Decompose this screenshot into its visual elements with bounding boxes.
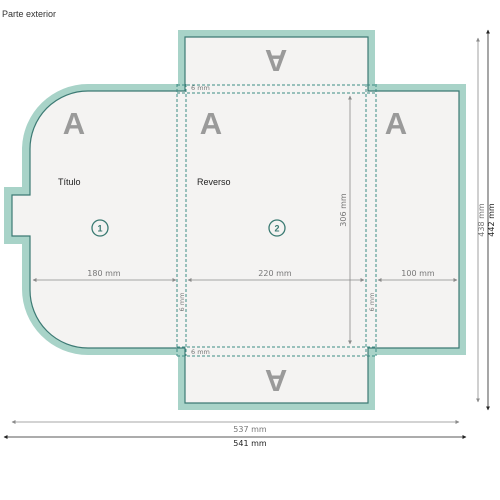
panel-number-1: 1 bbox=[97, 224, 102, 234]
gap-top-label: 6 mm bbox=[191, 84, 210, 92]
outer-width-label: 541 mm bbox=[233, 439, 267, 448]
panel-number-circle-2 bbox=[268, 219, 286, 237]
center-panel-width: 220 mm bbox=[258, 269, 292, 278]
panel-number-circle-1 bbox=[91, 219, 109, 237]
panel-label-titulo: Título bbox=[58, 177, 81, 187]
page-title: Parte exterior bbox=[2, 9, 57, 19]
inner-width-label: 537 mm bbox=[233, 425, 267, 434]
letter-a-top: A bbox=[265, 43, 287, 78]
panel-label-reverso: Reverso bbox=[197, 177, 231, 187]
letter-a-center: A bbox=[200, 106, 222, 141]
die-cut-outline bbox=[11, 36, 460, 404]
label-bg-center bbox=[252, 268, 298, 278]
letter-a-right: A bbox=[385, 106, 407, 141]
center-height-label: 306 mm bbox=[339, 193, 348, 227]
gap-bottom-label: 6 mm bbox=[191, 348, 210, 356]
label-bg-left bbox=[82, 268, 128, 278]
panel-number-2: 2 bbox=[274, 224, 279, 234]
letter-a-left: A bbox=[63, 106, 85, 141]
fold-lines bbox=[176, 84, 377, 357]
spine-right-label: 6 mm bbox=[368, 293, 376, 312]
inner-height-label: 438 mm bbox=[477, 203, 486, 237]
left-panel-width: 180 mm bbox=[87, 269, 121, 278]
label-bg-right bbox=[398, 268, 438, 278]
letter-a-bottom: A bbox=[265, 363, 287, 398]
right-panel-width: 100 mm bbox=[401, 269, 435, 278]
outer-height-label: 442 mm bbox=[487, 203, 496, 237]
spine-left-label: 6 mm bbox=[178, 293, 186, 312]
